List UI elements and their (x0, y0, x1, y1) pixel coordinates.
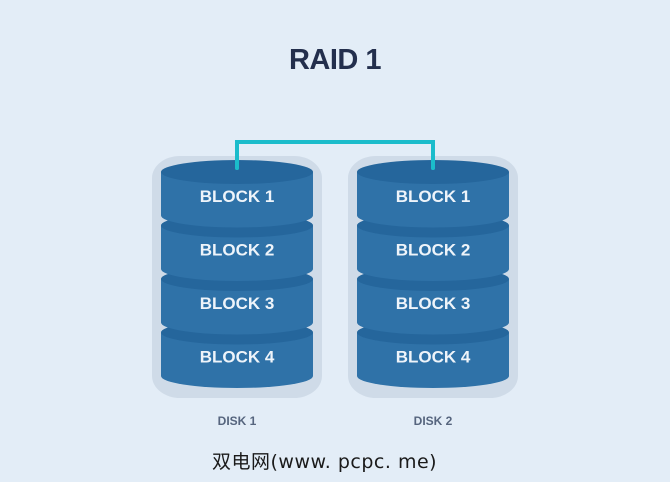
block-body (357, 332, 509, 388)
block-label: BLOCK 4 (396, 348, 471, 367)
watermark: 双电网(www. pcpc. me) (212, 451, 438, 473)
block: BLOCK 1 (161, 160, 313, 228)
disk-2-label: DISK 2 (413, 414, 453, 428)
block-top (357, 160, 509, 184)
block-body (161, 279, 313, 335)
block-label: BLOCK 4 (200, 348, 275, 367)
block-label: BLOCK 3 (396, 294, 471, 313)
disk-1-label: DISK 1 (217, 414, 257, 428)
block-body (357, 225, 509, 281)
block-label: BLOCK 3 (200, 294, 275, 313)
block-label: BLOCK 1 (200, 187, 275, 206)
block-label: BLOCK 1 (396, 187, 471, 206)
block-body (161, 225, 313, 281)
block-body (161, 172, 313, 228)
block-body (357, 172, 509, 228)
disk-1: BLOCK 4 BLOCK 3 BLOCK 2 BLOCK 1 (152, 156, 322, 398)
block-body (357, 279, 509, 335)
block-body (161, 332, 313, 388)
block-top (161, 160, 313, 184)
block-label: BLOCK 2 (396, 241, 471, 260)
block-label: BLOCK 2 (200, 241, 275, 260)
mirror-connector (235, 140, 435, 170)
block: BLOCK 1 (357, 160, 509, 228)
diagram-title: RAID 1 (288, 44, 382, 76)
disk-2: BLOCK 4 BLOCK 3 BLOCK 2 BLOCK 1 (348, 156, 518, 398)
